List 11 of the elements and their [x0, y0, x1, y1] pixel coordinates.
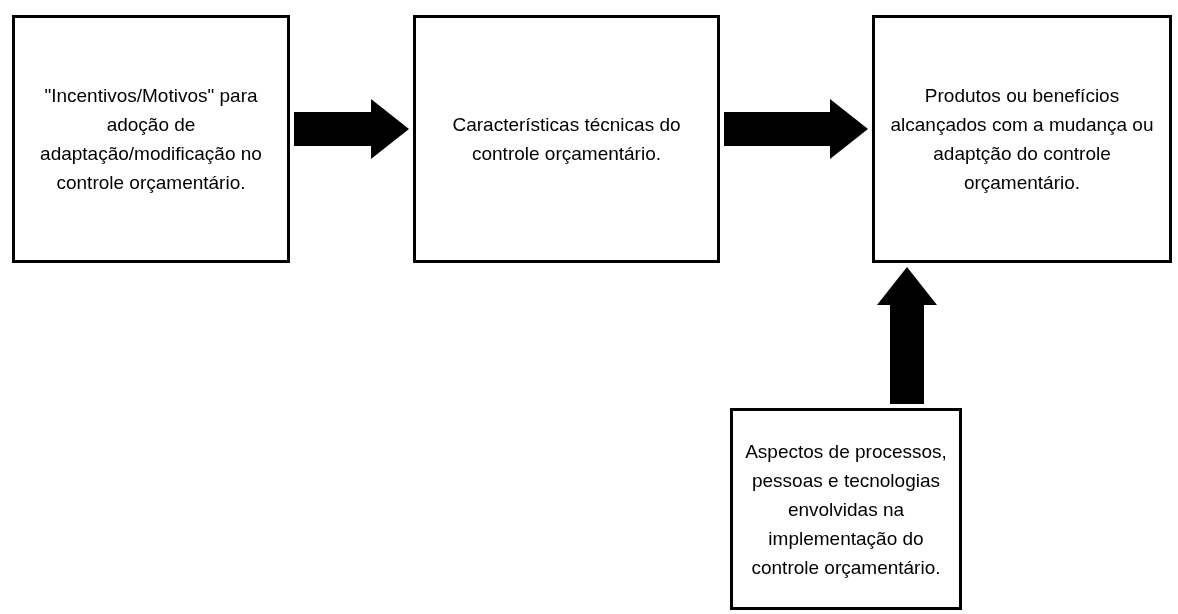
box-text: "Incentivos/Motivos" para adoção de adaptação/modificação no controle orçamentário. [39, 84, 263, 195]
process-box [413, 15, 720, 263]
box-text: Características técnicas do controle orçamentário. [451, 113, 682, 166]
process-box [872, 15, 1172, 263]
process-box [730, 408, 962, 610]
box-text: Produtos ou benefícios alcançados com a mudança ou adaptção do controle orçamentário. [889, 84, 1155, 195]
block-arrow [724, 99, 868, 159]
process-box [12, 15, 290, 263]
block-arrow [877, 267, 937, 404]
block-arrow [294, 99, 409, 159]
box-text: Aspectos de processos, pessoas e tecnologias envolvidas na implementação do controle orçamentário. [744, 439, 948, 580]
